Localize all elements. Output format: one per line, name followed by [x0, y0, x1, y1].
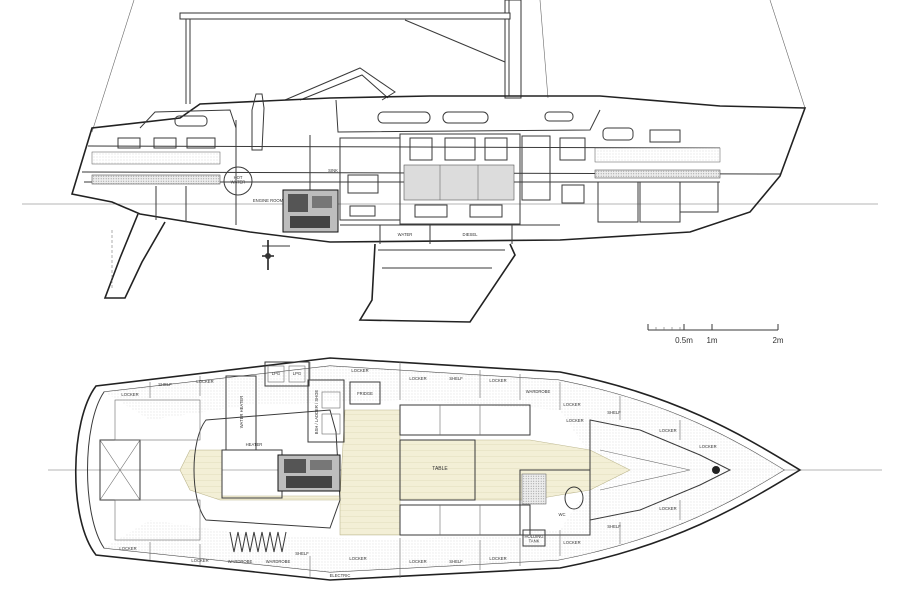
- rudder: [103, 213, 166, 299]
- locker-label-8: LOCKER: [699, 444, 716, 449]
- plan-view: WATER HEATER HEATER LPG LPG BSH / LADDER…: [48, 357, 882, 581]
- plan-hull-outline: [74, 357, 802, 581]
- portlight: [544, 111, 574, 122]
- locker-label-1: LOCKER: [121, 392, 138, 397]
- headstay: [769, 0, 806, 109]
- wardrobe-label-1: WARDROBE: [526, 389, 551, 394]
- locker-label-13: LOCKER: [489, 556, 506, 561]
- locker-label-7: LOCKER: [659, 428, 676, 433]
- shelf-label-3: SHELF: [607, 410, 621, 415]
- wardrobe-hangers: [229, 531, 287, 553]
- boom: [179, 12, 511, 20]
- wc-bowl: [564, 486, 584, 510]
- locker-label-12: LOCKER: [409, 559, 426, 564]
- water-heater-label: WATER HEATER: [239, 396, 244, 429]
- sprayhood: [284, 67, 396, 101]
- scale-bar: 0.5m 1m 2m: [647, 324, 784, 345]
- locker-label-15: LOCKER: [659, 506, 676, 511]
- rubbing-strake: [91, 174, 221, 185]
- locker-label-16: LOCKER: [566, 418, 583, 423]
- portlight: [377, 111, 431, 124]
- wardrobe-label-3: WARDROBE: [266, 559, 291, 564]
- lpg-label-2: LPG: [293, 371, 301, 376]
- side-deck-starboard: [104, 470, 784, 572]
- backstay: [91, 0, 135, 133]
- locker-label-14: LOCKER: [563, 540, 580, 545]
- shroud: [539, 0, 549, 99]
- propeller: [262, 240, 290, 270]
- diesel-tank-label: DIESEL: [463, 232, 479, 237]
- locker-label-5: LOCKER: [489, 378, 506, 383]
- shelf-label-2: SHELF: [449, 376, 463, 381]
- locker-label-9: LOCKER: [119, 546, 136, 551]
- anchor-windlass: [712, 466, 720, 474]
- table-label: TABLE: [432, 466, 448, 472]
- scale-tick-2m: 2m: [772, 336, 783, 345]
- locker-label-6: LOCKER: [563, 402, 580, 407]
- wardrobe-label-2: WARDROBE: [228, 559, 253, 564]
- water-tank-label: WATER: [398, 232, 413, 237]
- locker-label-4: LOCKER: [409, 376, 426, 381]
- heater-box: [221, 449, 283, 499]
- cabin-sole: [179, 409, 631, 536]
- scale-tick-1m: 1m: [706, 336, 717, 345]
- portlight: [442, 111, 489, 124]
- shelf-label-5: SHELF: [449, 559, 463, 564]
- saloon-table: [399, 439, 476, 501]
- portlight: [174, 115, 208, 127]
- cockpit: [193, 409, 341, 529]
- scale-tick-0-5m: 0.5m: [675, 336, 693, 345]
- engine-block-profile: [282, 189, 339, 233]
- engine-room-label: ENGINE ROOM: [253, 198, 284, 203]
- bsh-ladder-label: BSH / LADDER / SHOE: [314, 390, 319, 435]
- side-deck-port: [104, 366, 784, 470]
- locker-label-11: LOCKER: [349, 556, 366, 561]
- engine-block-plan: [277, 454, 341, 492]
- wc-label: WC: [559, 512, 566, 517]
- hot-water-tank: [223, 166, 253, 196]
- shelf-label-1: SHELF: [158, 382, 172, 387]
- electric-label: ELECTRIC: [330, 573, 351, 578]
- shelf-label-6: SHELF: [607, 524, 621, 529]
- locker-label-2: LOCKER: [196, 379, 213, 384]
- shelf-label-4: SHELF: [295, 551, 309, 556]
- hull-outline: [70, 95, 807, 243]
- keel: [358, 243, 516, 323]
- exhaust-pipe: [251, 93, 265, 151]
- locker-label-3: LOCKER: [351, 368, 368, 373]
- lpg-label-1: LPG: [272, 371, 280, 376]
- sink-label: SINK: [328, 168, 338, 173]
- locker-label-10: LOCKER: [191, 558, 208, 563]
- fridge-label: FRIDGE: [357, 391, 373, 396]
- galley-units: [155, 120, 719, 225]
- heater-label: HEATER: [246, 442, 263, 447]
